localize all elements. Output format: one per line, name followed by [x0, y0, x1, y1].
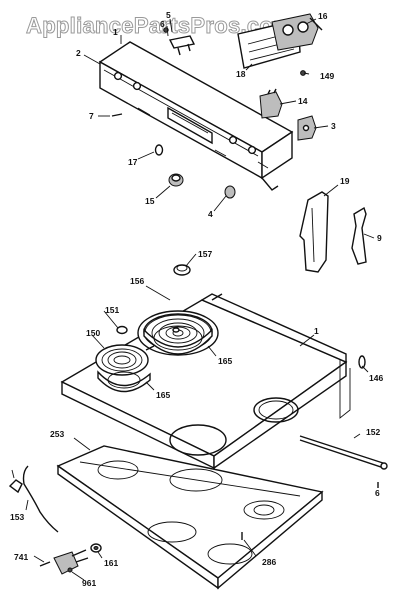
label-part-16: 16 — [318, 11, 328, 21]
screw-7 — [111, 113, 123, 117]
knob-15 — [168, 173, 184, 187]
label-part-5: 5 — [166, 10, 171, 20]
label-part-165-upper: 165 — [218, 356, 232, 366]
switch-14 — [259, 88, 283, 119]
label-part-7: 7 — [89, 111, 94, 121]
label-part-741: 741 — [14, 552, 28, 562]
label-part-152: 152 — [366, 427, 380, 437]
support-rod-152 — [299, 435, 388, 470]
control-panel-backguard — [98, 41, 294, 191]
burner-box-253 — [56, 445, 324, 590]
control-bracket-18 — [237, 13, 323, 69]
label-part-15: 15 — [145, 196, 155, 206]
label-part-1: 1 — [314, 326, 319, 336]
leader-lines — [25, 18, 375, 581]
part-labels: 1 2 5 6 16 18 149 14 3 7 17 15 4 19 9 15… — [10, 10, 383, 588]
label-part-2: 2 — [76, 48, 81, 58]
label-part-1-top: 1 — [113, 27, 118, 37]
wire-harness-153 — [8, 465, 59, 533]
side-trim-9 — [351, 206, 367, 265]
grommet-161 — [90, 543, 102, 553]
small-surface-element-150 — [95, 344, 155, 376]
label-part-3: 3 — [331, 121, 336, 131]
label-part-151: 151 — [105, 305, 119, 315]
label-part-156: 156 — [130, 276, 144, 286]
label-part-14: 14 — [298, 96, 308, 106]
label-part-961: 961 — [82, 578, 96, 588]
knob-4 — [224, 185, 236, 199]
receptacle-157 — [173, 264, 191, 276]
receptacle-151 — [116, 325, 128, 335]
label-part-253: 253 — [50, 429, 64, 439]
terminal-block-741 — [39, 549, 89, 575]
watermark-text: AppliancePartsPros.com — [26, 13, 293, 38]
label-part-4: 4 — [208, 209, 213, 219]
label-part-165-lower: 165 — [156, 390, 170, 400]
label-part-153: 153 — [10, 512, 24, 522]
label-part-6-lower: 6 — [375, 488, 380, 498]
label-part-286: 286 — [262, 557, 276, 567]
bracket-part-5 — [163, 27, 196, 56]
label-part-18: 18 — [236, 69, 246, 79]
cooktop-main-top — [60, 293, 351, 470]
label-part-146: 146 — [369, 373, 383, 383]
label-part-150: 150 — [86, 328, 100, 338]
bumper-146 — [358, 355, 366, 369]
label-part-161: 161 — [104, 558, 118, 568]
side-trim-19 — [299, 191, 329, 273]
label-part-17: 17 — [128, 157, 138, 167]
label-part-149: 149 — [320, 71, 334, 81]
drip-pan-large-165 — [143, 313, 213, 355]
label-part-6: 6 — [160, 19, 165, 29]
drip-pan-small-165 — [97, 370, 151, 393]
label-part-19: 19 — [340, 176, 350, 186]
switch-3 — [297, 115, 317, 141]
label-part-157: 157 — [198, 249, 212, 259]
indicator-light-17 — [154, 144, 164, 156]
label-part-9: 9 — [377, 233, 382, 243]
